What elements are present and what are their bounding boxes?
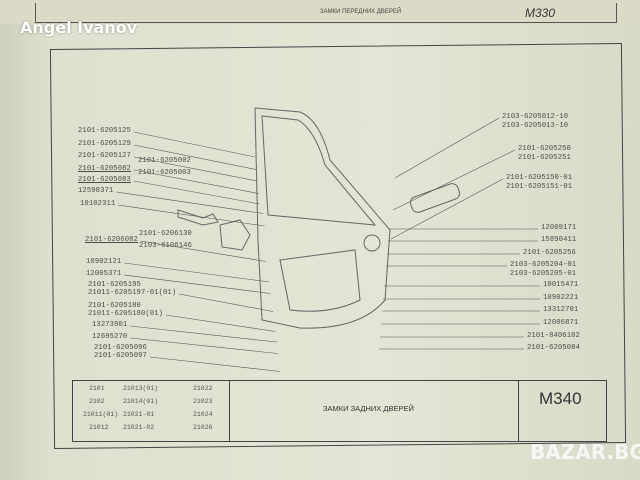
page-code: М340 [539,389,582,408]
part-number-label: 12598371 [78,187,114,195]
part-number-label: 15890411 [541,236,577,244]
part-number-label: 2101-6205150-01 [506,174,573,182]
door-outline [254,107,391,329]
leader-line [133,144,257,170]
part-number-label: 2101-6205180 [88,302,141,310]
outer-handle [409,183,461,213]
title-block: 2101 21013(01) 21022 2102 21014(01) 21023 2101… [72,380,607,442]
model-cell: 21024 [193,411,213,418]
part-number-label: 2101-6205129 [78,140,131,148]
part-number-label: 2103-6205012-10 [502,113,569,121]
model-cell: 21022 [193,385,213,392]
previous-page-code: М330 [525,6,556,20]
part-number-label: 2101-6205083 [78,176,131,184]
leader-line [133,156,258,182]
model-cell: 2101 [89,385,105,392]
part-number-label: 2101-6205097 [94,352,147,360]
door-window-frame [261,115,377,226]
model-cell: 21023 [193,398,213,405]
leader-line [390,178,504,240]
lock-button [363,234,381,252]
model-cell: 21021-02 [123,424,155,431]
leader-line [133,131,256,158]
part-number-label: 2101-6205096 [94,344,147,352]
part-number-label: 2103-6205205-01 [510,270,577,278]
leader-line [140,240,266,262]
part-number-label: 2101-6205195 [88,281,141,289]
model-cell: 21013(01) [123,385,159,392]
part-number-label: 2101-6205127 [78,152,131,160]
part-number-label: 2101-6205256 [523,249,576,257]
leader-line [392,149,516,211]
part-number-label: 10102311 [80,200,116,208]
part-number-label: 10902121 [86,258,122,266]
part-number-label: 21011-6205180(01) [88,310,164,318]
model-list: 2101 21013(01) 21022 2102 21014(01) 21023 2101… [73,381,230,441]
part-number-label: 12005371 [86,270,122,278]
part-number-label: 2101-6205151-01 [506,183,573,191]
part-number-label: 12695270 [92,333,128,341]
part-number-label: 10015471 [543,281,579,289]
watermark: Angel Ivanov [20,18,138,37]
door-inner-panel [279,249,361,312]
leader-line [178,293,274,312]
page-title: ЗАМКИ ЗАДНИХ ДВЕРЕЙ [323,404,414,413]
part-number-label: 13273901 [92,321,128,329]
leader-line [133,169,259,194]
part-number-label: 10902221 [543,294,579,302]
leader-line [149,356,281,372]
previous-page-edge: ЗАМКИ ПЕРЕДНИХ ДВЕРЕЙ М330 [0,0,640,24]
logo: BAZAR.BG [530,440,640,464]
model-cell: 21014(01) [123,398,159,405]
leader-line [124,262,270,283]
model-cell: 21012 [89,424,109,431]
previous-page-title: ЗАМКИ ПЕРЕДНИХ ДВЕРЕЙ [320,9,402,15]
previous-page-table [35,3,617,23]
part-number-label: 2101-6205250 [518,145,571,153]
leader-line [116,191,264,214]
part-number-label: 2101-6205003 [138,169,191,177]
part-number-label: 13312701 [543,306,579,314]
model-cell: 2102 [89,398,105,405]
part-number-label: 21011-6205197-01(01) [88,289,177,297]
model-cell: 21011(01) [83,411,119,418]
model-cell: 21026 [193,424,213,431]
leader-line [133,180,260,205]
leader-line [118,204,265,227]
part-number-label: 2101-6205125 [78,127,131,135]
leader-line [130,325,277,343]
part-number-label: 2103-6106146 [139,242,192,250]
leader-line [130,337,278,354]
catalog-page [0,24,640,480]
part-number-label: 2103-6205013-10 [502,122,569,130]
part-number-label: 2101-6205002 [138,157,191,165]
leader-line [165,314,276,332]
part-number-label: 2103-6205204-01 [510,261,577,269]
leader-line [124,274,271,294]
part-number-label: 2101-6205084 [527,344,580,352]
part-number-label: 2101-8406102 [527,332,580,340]
lock-mechanism [219,219,251,251]
part-number-label: 12009171 [541,224,577,232]
page-code-box: М340 [518,381,607,441]
part-number-label: 2101-6205082 [78,165,131,173]
inner-lever [177,209,219,226]
part-number-label: 2101-6205251 [518,154,571,162]
part-number-label: 2101-6206082 [85,236,138,244]
part-number-label: 2101-6206130 [139,230,192,238]
leader-line [394,117,500,179]
part-number-label: 12006871 [543,319,579,327]
model-cell: 21021-01 [123,411,155,418]
